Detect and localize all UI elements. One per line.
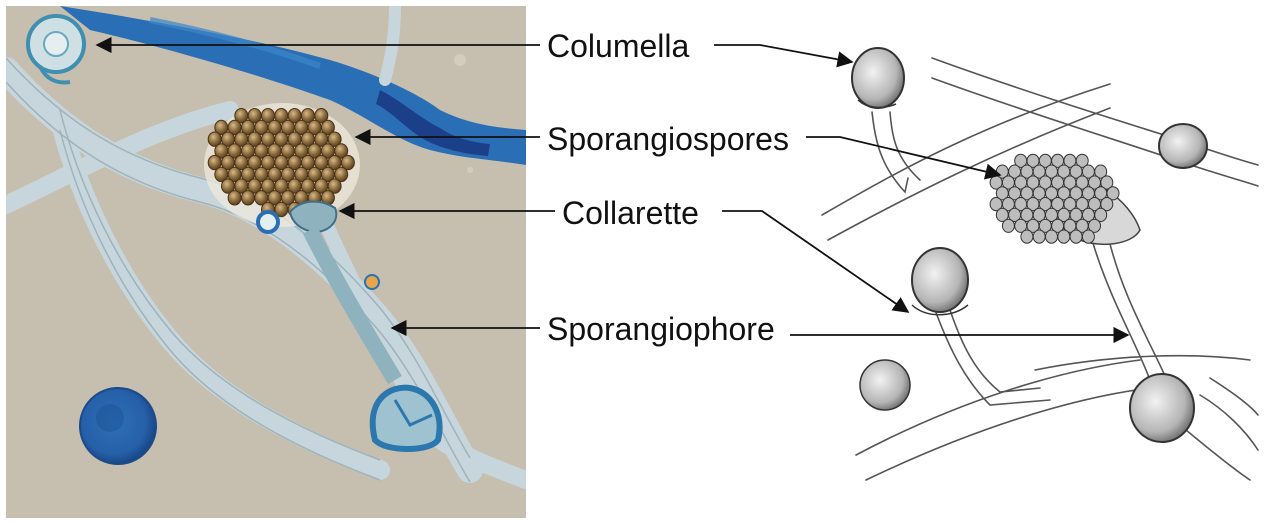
sketch-free-spore (860, 360, 910, 410)
spore (1033, 230, 1045, 243)
spore (1058, 230, 1070, 243)
collarette-arrow-right (722, 211, 908, 312)
label-sporangiophore: Sporangiophore (547, 311, 775, 347)
spore (242, 191, 255, 205)
sketch-columella-top (852, 48, 904, 108)
collapsed-columella (373, 388, 440, 449)
label-collarette: Collarette (562, 195, 699, 231)
sketch-collarette-columella (912, 248, 968, 315)
label-columella: Columella (547, 28, 689, 64)
spore (228, 191, 241, 205)
sketch-lower-columella (1130, 374, 1194, 442)
spore (1002, 219, 1014, 232)
spore (1070, 230, 1082, 243)
columella-arrow-right (714, 45, 852, 62)
micrograph-photo (6, 6, 526, 518)
sketch-columella-hypha-knot (1159, 124, 1207, 168)
spore (1021, 230, 1033, 243)
spore (1082, 230, 1094, 243)
sketch-spore-group (990, 154, 1119, 243)
label-sporangiospores: Sporangiospores (547, 121, 789, 157)
sketch-sporangium (990, 154, 1140, 244)
blue-spore-ball (80, 388, 156, 464)
spore (1046, 230, 1058, 243)
